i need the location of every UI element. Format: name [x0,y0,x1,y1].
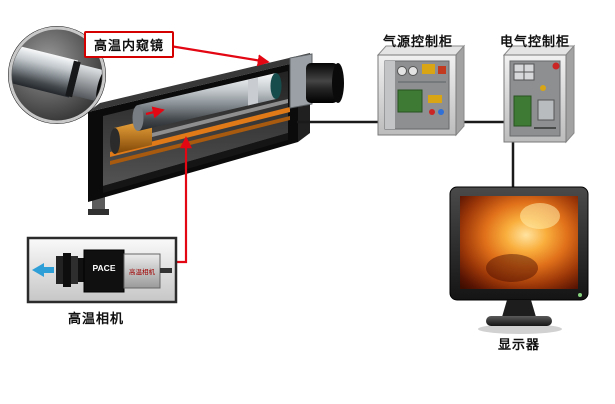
monitor-label: 显示器 [498,337,541,352]
screen-bright-spot [520,203,560,229]
air-cabinet-side [455,44,465,137]
pcb-green-elec [513,95,532,127]
motor-end-cap [110,128,120,154]
indicator-red [429,109,435,115]
insert-direction-arrow [145,106,165,119]
machine-interior-floor [103,133,288,193]
camera-photo-inset: PACE 高温相机 [26,236,178,304]
camera-model-text: 高温相机 [129,267,156,276]
indicator-blue [438,109,444,115]
machine-top-face [88,53,310,112]
pressure-gauge-2 [408,66,418,76]
camera-body [83,249,125,293]
camera-rear-body [123,253,161,289]
terminal-yellow [428,95,442,103]
rail-orange-upper [110,107,290,157]
slide-rail-gray [112,99,288,147]
lens-barrel-end [332,63,344,103]
air-cabinet-label: 气源控制柜 [382,34,453,49]
camera-brand-text: PACE [93,263,116,273]
pcb-green [397,89,423,113]
machine-foot [92,197,105,211]
air-cabinet-door-strip [385,61,395,129]
camera-cable [160,268,172,273]
display-monitor [449,186,589,334]
furnace-camera-machine [88,53,344,215]
valve-block-red [438,66,446,74]
indicator-yellow [540,85,546,91]
power-led [578,293,582,297]
blue-direction-arrow [32,263,44,277]
electrical-cabinet [502,44,576,144]
lens-barrel [306,63,338,103]
tube-collar [248,77,258,106]
machine-foot-base [88,209,109,215]
monitor-base [486,316,552,326]
tube-lens-end [270,73,282,99]
monitor-shadow [478,324,562,334]
electric-cabinet-label: 电气控制柜 [499,34,570,49]
air-supply-cabinet [376,44,466,137]
camera-label: 高温相机 [68,311,125,326]
monitor-neck [502,300,536,317]
endoscope-label: 高温内窥镜 [84,31,175,58]
relay-block [537,99,555,121]
endoscope-photo-inset [8,26,106,124]
camera-lens-ring1 [56,256,63,284]
camera-lens-ring3 [71,256,78,284]
valve-block-yellow [422,64,435,74]
elec-cabinet-side [565,44,575,144]
camera-lens-ring2 [63,253,71,287]
endoscope-tube-body [138,73,276,131]
screen-dark-blob [486,254,538,282]
tube-rear-end [132,105,144,131]
rail-orange-lower [110,116,290,165]
camera-callout-line [176,136,193,264]
endoscope-callout-line [169,44,270,67]
emergency-button [552,62,560,70]
camera-lens-ring4 [78,258,84,282]
blue-arrow-tail [44,267,54,273]
pressure-gauge-1 [397,66,407,76]
endoscope-tip-photo [12,42,102,102]
